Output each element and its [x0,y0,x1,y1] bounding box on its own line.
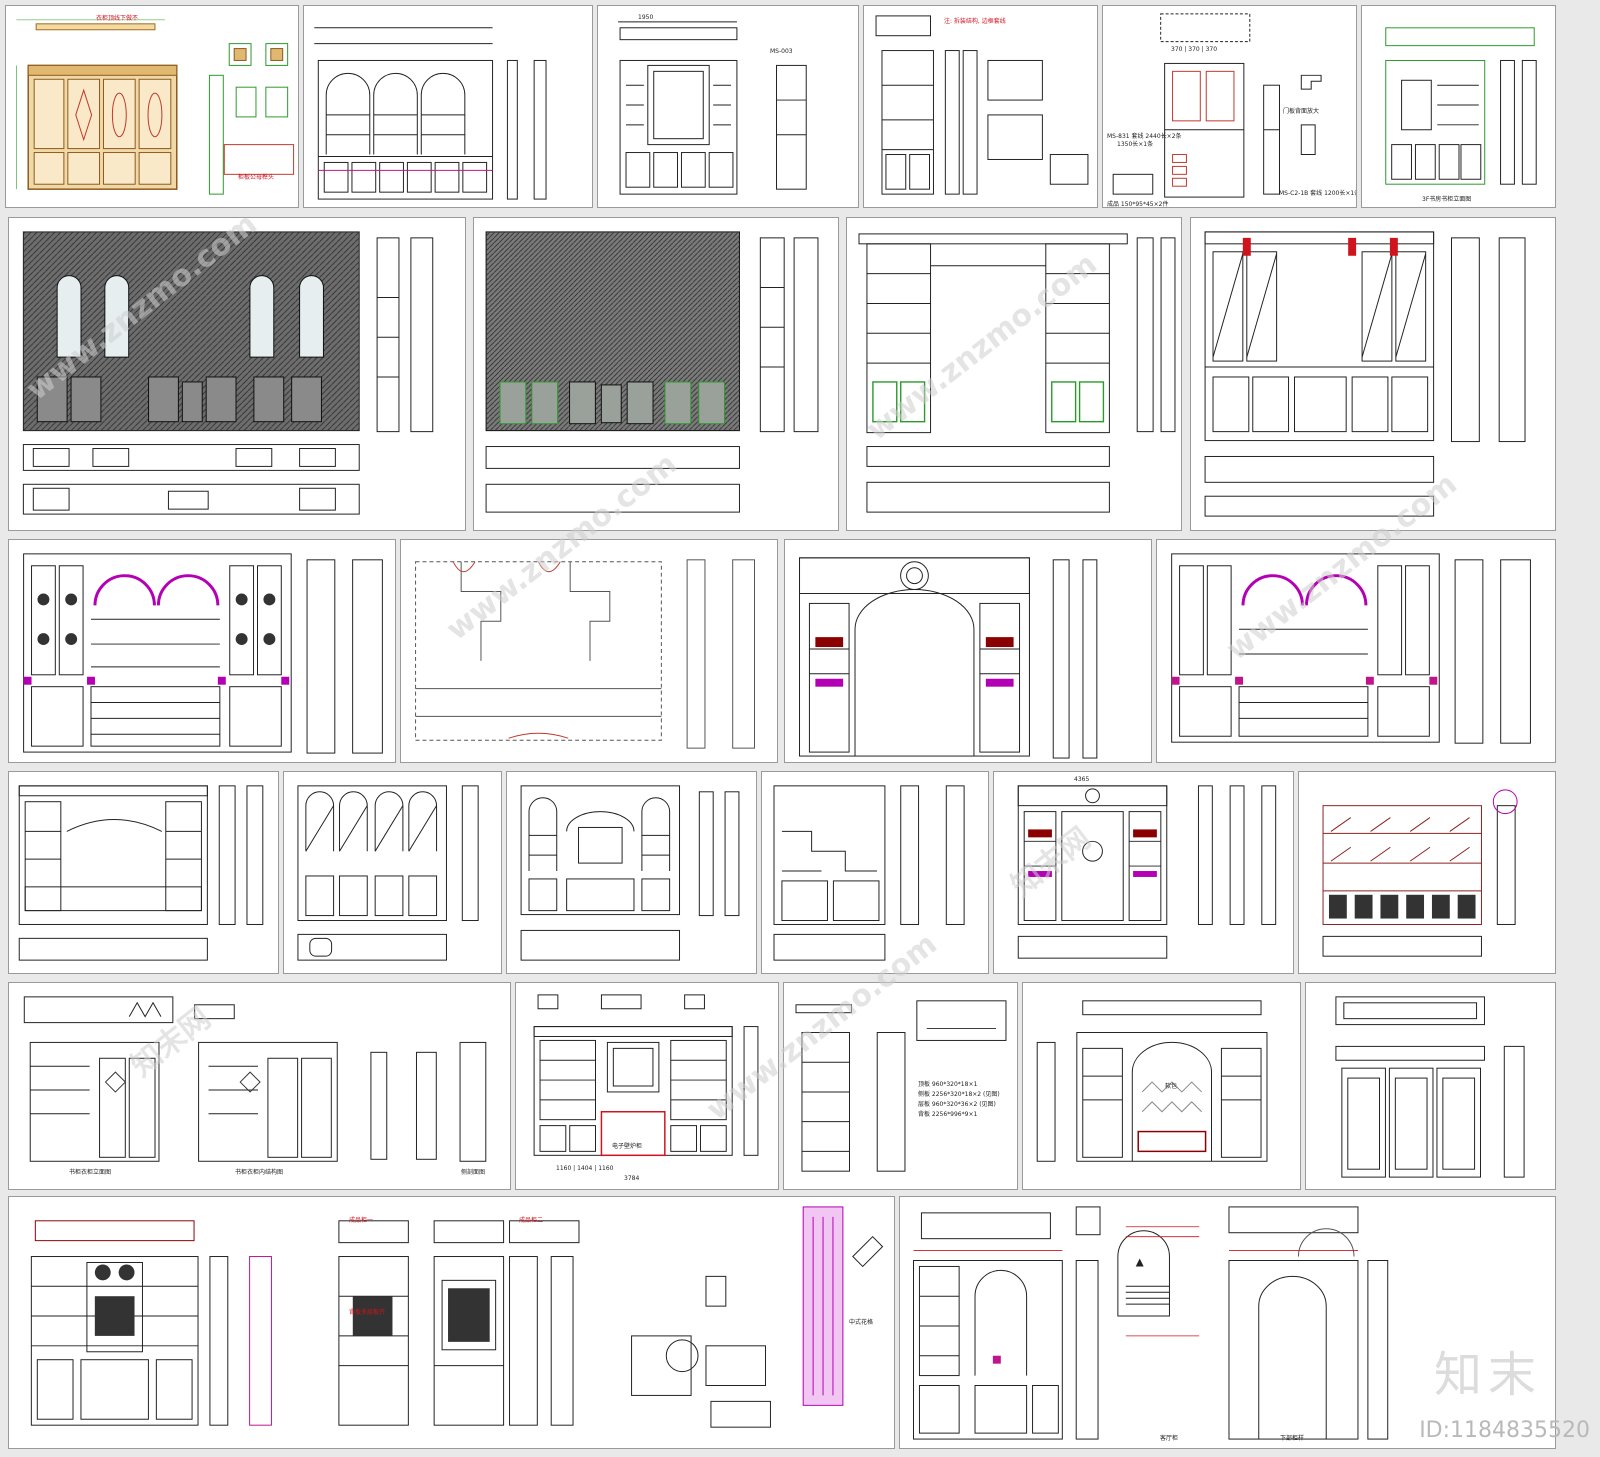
chinese-cabinet-drawing [23,553,383,754]
sheet-fireplace-cabinet: 电子壁炉柜 1160 | 1404 | 1160 3784 [515,982,779,1190]
overall-dim: 1950 [638,14,654,21]
dim-text: 3784 [624,1175,640,1182]
part-note: MS-831 套线 2440长×2条 [1107,133,1182,140]
diagonal-shelf-drawing [1322,789,1518,957]
bookcase-wardrobe-drawing [23,996,487,1162]
sheet-archway-bookcase [784,539,1152,763]
glass-display-drawing [1204,231,1526,517]
part-note: 1350长×1条 [1117,141,1154,148]
cut-item: 顶板 960*320*18×1 [918,1081,978,1088]
tall-wardrobe-drawing [1335,996,1525,1178]
sheet-glass-display [1190,217,1556,531]
sheet-tall-wardrobe [1305,982,1556,1190]
cabinet-label: 下部柜样 [1280,1435,1305,1442]
sheet-carved-shelf [761,771,989,974]
sheet-study-bookcase: 3F书房书柜立面图 [1361,5,1556,208]
sheet-bookcase-wardrobe: 书柜衣柜立面图 书柜衣柜内结构图 侧剖面图 [8,982,511,1190]
sheet-library-wall [473,217,839,531]
sheet-padded-headboard-wall: 软包 [1022,982,1301,1190]
dim-text: 370 | 370 | 370 [1171,46,1218,53]
sink-cabinet-drawing [297,785,479,961]
sheet-note: 衣柜顶线下做不 [96,15,139,22]
arched-shelf-b-drawing [520,785,740,961]
part-note: 门板背面放大 [1283,108,1320,115]
sheet-diagonal-shelf [1298,771,1556,974]
sheet-mirror-cabinet: MS-003 1950 [597,5,859,208]
brand-logo: 知末 [1433,1347,1542,1403]
view-caption: 书柜衣柜立面图 [69,1169,112,1176]
knockdown-cabinet-drawing [875,15,1089,195]
cabinet-label: 客厅柜 [1160,1435,1179,1442]
carved-shelf-drawing [773,785,965,961]
partition-frame-drawing [415,559,756,749]
curio-cabinets-drawing [30,1206,884,1428]
dim-text: 1160 | 1404 | 1160 [556,1165,614,1172]
arched-bookcase-drawing [314,27,547,200]
sheet-knockdown-cabinet: 注: 拆装结构, 边框套线 [863,5,1098,208]
cut-item: 层板 960*320*36×2 (见图) [918,1101,996,1108]
tv-wall-unit-drawing [18,785,264,961]
fireplace-cabinet-drawing [533,994,759,1157]
study-bookcase-drawing [1385,27,1537,185]
cabinet-label: 成品柜二 [519,1217,544,1224]
sheet-door-details: 370 | 370 | 370 MS-831 套线 2440长×2条 1350长… [1102,5,1357,208]
wine-display-drawing [1017,785,1277,959]
sheet-tag: 柜板公母榫头 [238,174,275,181]
sheet-glass-cabinet-b [1156,539,1556,763]
sheet-living-room-cabinet: 客厅柜 下部柜样 [899,1196,1556,1449]
cut-item: 侧板 2256*320*18×2 (见图) [918,1091,1000,1098]
sheet-open-shelving [846,217,1182,531]
mirror-cabinet-drawing [618,21,807,195]
panel-cutlist-drawing [795,1000,1007,1172]
sheet-partition-frame [400,539,778,763]
sheet-tv-wall-unit [8,771,279,974]
sheet-arched-shelf-b [506,771,757,974]
sheet-panel-cutlist: 顶板 960*320*18×1 侧板 2256*320*18×2 (见图) 层板… [783,982,1018,1190]
image-id-label: ID:1184835520 [1419,1418,1590,1443]
sheet-sink-cabinet [283,771,502,974]
wardrobe-color-drawing [16,19,295,195]
archway-bookcase-drawing [799,557,1098,759]
cut-item: 背板 2256*996*9×1 [918,1111,978,1118]
sheet-wardrobe-color-elevation: 衣柜顶线下做不 柜板公母榫头 [5,5,299,208]
view-caption: 书柜衣柜内结构图 [235,1169,284,1176]
sheet-curio-cabinets: 成品柜一 背板多层板开 中式花格 成品柜二 [8,1196,895,1449]
living-room-cabinet-drawing [913,1206,1389,1440]
sheet-wine-display: 4365 [993,771,1294,974]
glass-cabinet-b-drawing [1171,553,1531,744]
sheet-arched-wall-unit [8,217,466,531]
sheet-caption: 3F书房书柜立面图 [1422,196,1472,203]
sheet-arched-bookcase [303,5,593,208]
cabinet-label: 成品柜一 [349,1217,374,1224]
sheet-note: 注: 拆装结构, 边框套线 [944,18,1006,25]
panel-label: 软包 [1165,1083,1178,1090]
part-note: 成品 150*95*45×2件 [1107,201,1169,208]
view-caption: 侧剖面图 [461,1169,486,1176]
door-details-drawing [1112,13,1322,198]
cabinet-note: 背板多层板开 [349,1309,386,1316]
part-note: MS-C2-1B 套线 1200长×1条 [1279,190,1357,197]
dim-text: 4365 [1074,776,1090,783]
cabinet-note: 中式花格 [849,1319,874,1326]
part-code: MS-003 [770,48,793,55]
cabinet-label: 电子壁炉柜 [612,1143,643,1150]
open-shelving-drawing [858,233,1176,513]
library-wall-drawing [485,231,819,513]
arched-wall-unit-drawing [22,231,434,515]
padded-headboard-wall-drawing [1036,1000,1268,1162]
sheet-chinese-cabinet [8,539,396,763]
